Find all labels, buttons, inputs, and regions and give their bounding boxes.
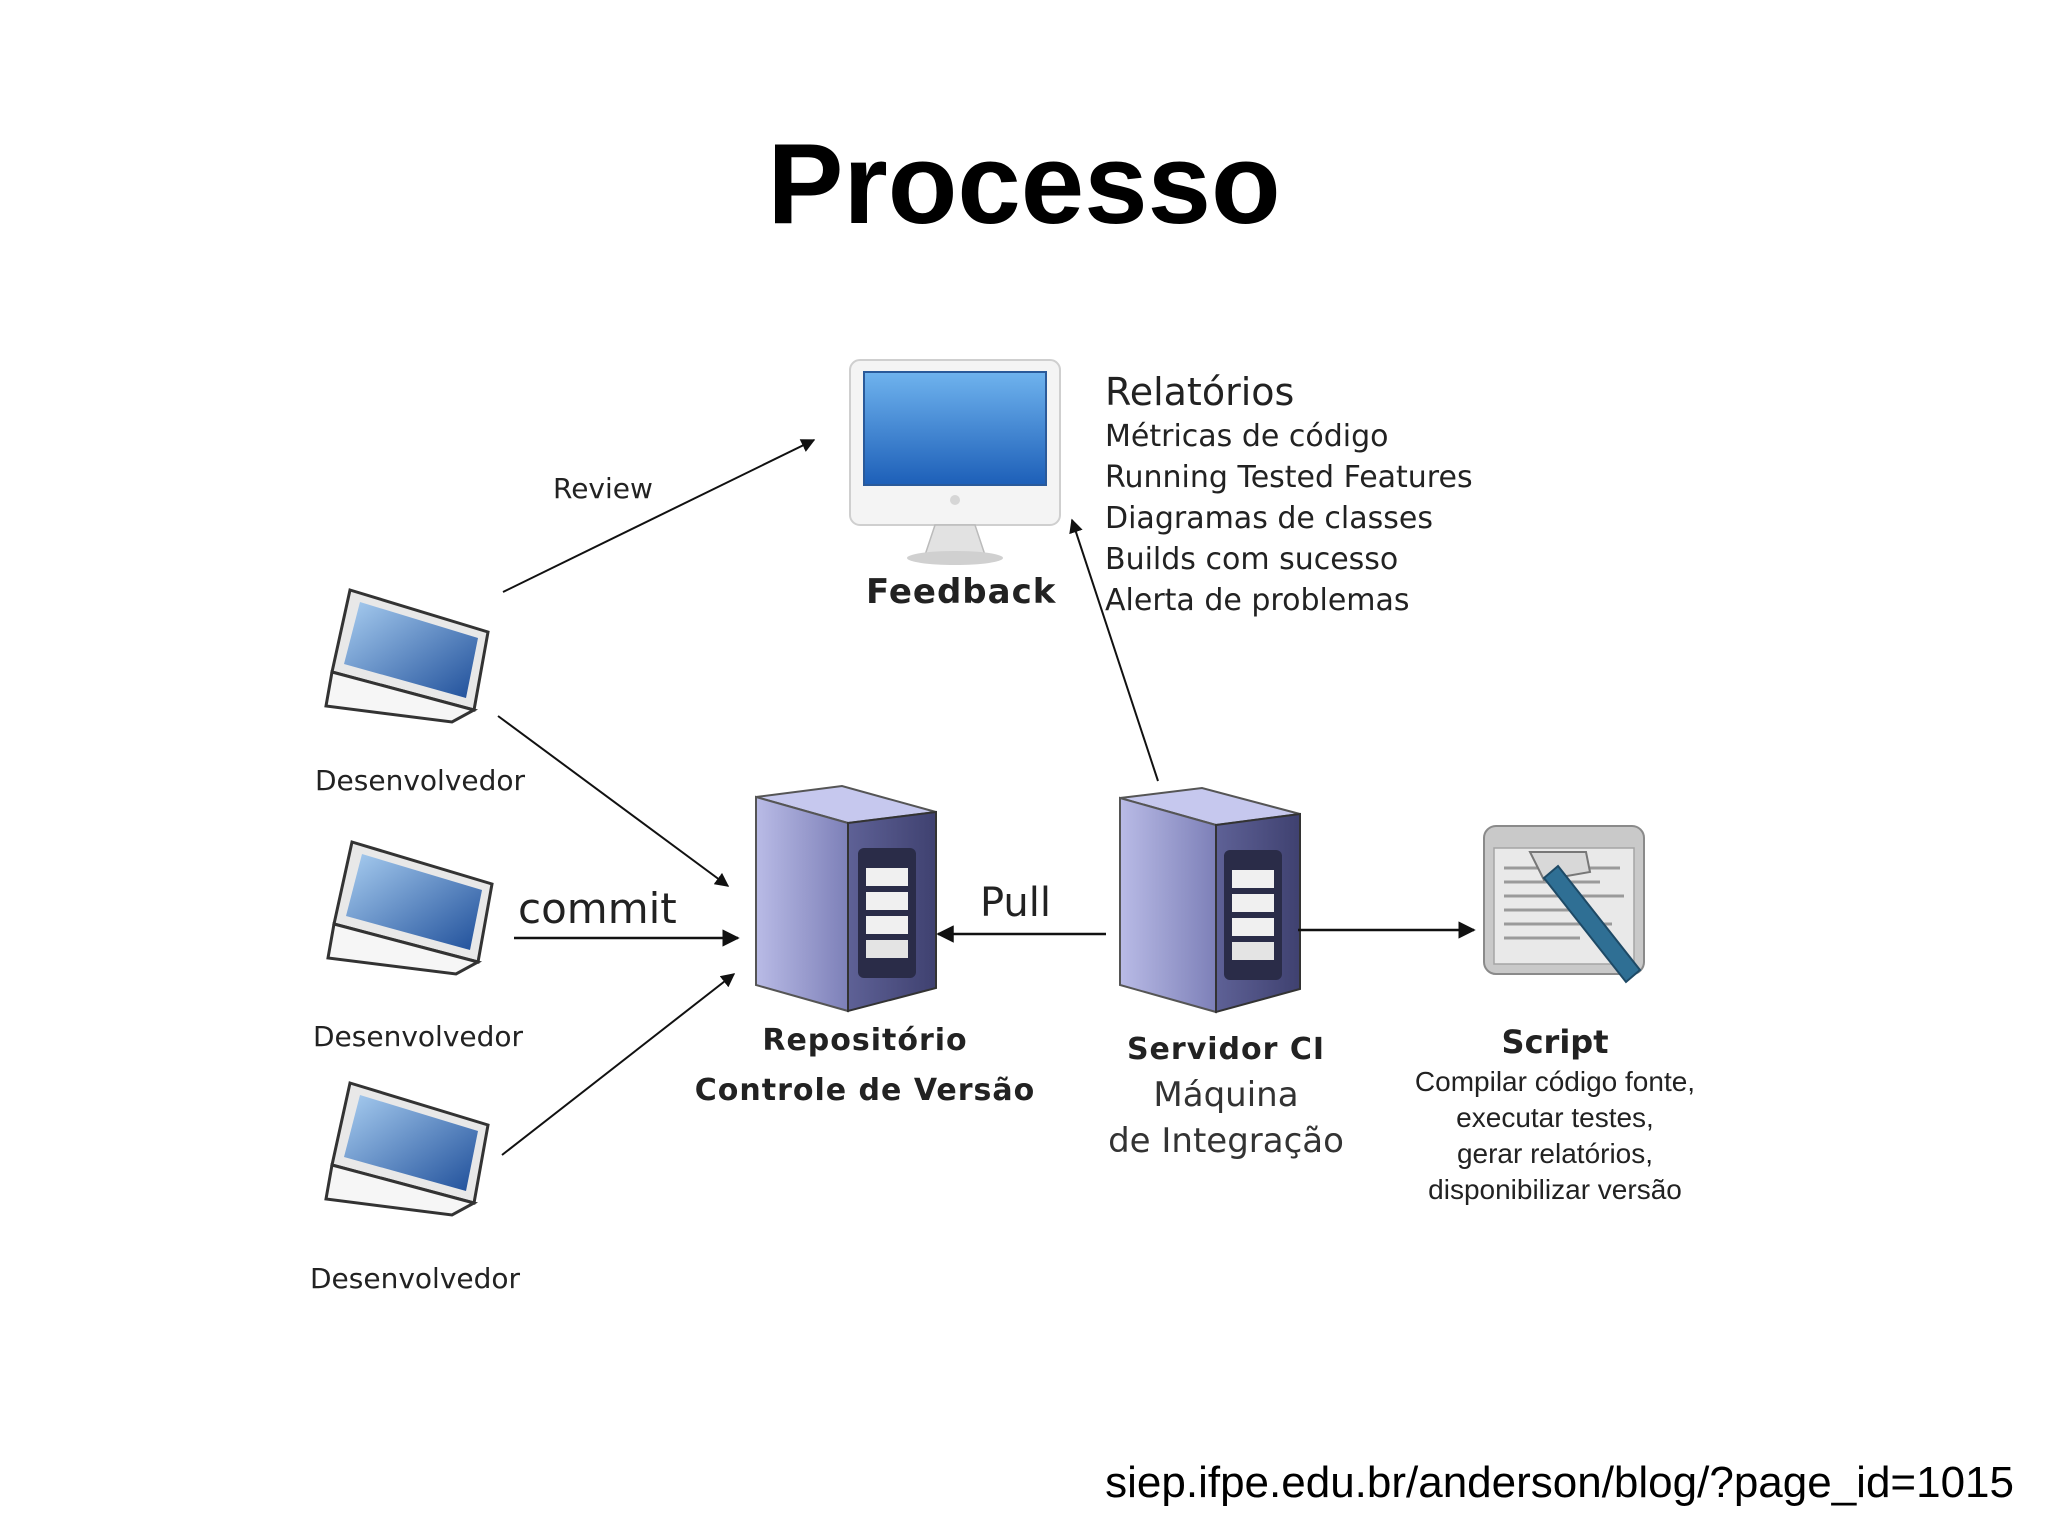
report-item: Métricas de código bbox=[1105, 419, 1389, 454]
repository-label: Repositório Controle de Versão bbox=[660, 1016, 1070, 1116]
script-label: Script Compilar código fonte, executar t… bbox=[1390, 1020, 1720, 1208]
laptop-icon bbox=[324, 1081, 490, 1217]
repository-label-line1: Repositório bbox=[762, 1023, 968, 1058]
feedback-label: Feedback bbox=[866, 572, 1057, 612]
source-url: siep.ifpe.edu.br/anderson/blog/?page_id=… bbox=[1105, 1458, 2014, 1507]
script-title: Script bbox=[1501, 1023, 1609, 1061]
developer-label: Desenvolvedor bbox=[315, 764, 526, 797]
feedback-arrow bbox=[1069, 518, 1159, 782]
ci-server-icon bbox=[1119, 786, 1301, 1014]
pull-label: Pull bbox=[980, 880, 1051, 926]
developer-label: Desenvolvedor bbox=[310, 1262, 521, 1295]
script-line: Compilar código fonte, bbox=[1414, 1066, 1696, 1097]
review-label: Review bbox=[553, 472, 653, 505]
ci-server-line2: de Integração bbox=[1108, 1121, 1344, 1161]
repository-label-line2: Controle de Versão bbox=[694, 1073, 1036, 1108]
monitor-icon bbox=[849, 359, 1061, 565]
ci-server-label: Servidor CI Máquina de Integração bbox=[1076, 1028, 1376, 1164]
script-line: executar testes, bbox=[1456, 1102, 1654, 1133]
laptop-icon bbox=[326, 840, 494, 976]
page-title: Processo bbox=[767, 121, 1281, 248]
script-line: gerar relatórios, bbox=[1456, 1138, 1654, 1169]
commit-arrow-bottom bbox=[501, 973, 736, 1156]
report-item: Diagramas de classes bbox=[1105, 501, 1433, 536]
laptop-icon bbox=[324, 588, 490, 724]
report-item: Builds com sucesso bbox=[1105, 542, 1399, 577]
ci-server-line1: Máquina bbox=[1153, 1075, 1299, 1115]
reports-block: Relatórios Métricas de código Running Te… bbox=[1105, 368, 1473, 621]
commit-label: commit bbox=[518, 884, 677, 933]
report-item: Alerta de problemas bbox=[1105, 583, 1410, 618]
review-arrow bbox=[502, 439, 816, 593]
developer-label: Desenvolvedor bbox=[313, 1020, 524, 1053]
report-item: Running Tested Features bbox=[1105, 460, 1473, 495]
script-build-icon bbox=[1483, 825, 1645, 984]
commit-arrow-top bbox=[497, 715, 730, 887]
reports-title: Relatórios bbox=[1105, 370, 1295, 414]
ci-server-title: Servidor CI bbox=[1126, 1032, 1326, 1067]
repository-server-icon bbox=[755, 784, 937, 1013]
script-line: disponibilizar versão bbox=[1428, 1174, 1682, 1205]
